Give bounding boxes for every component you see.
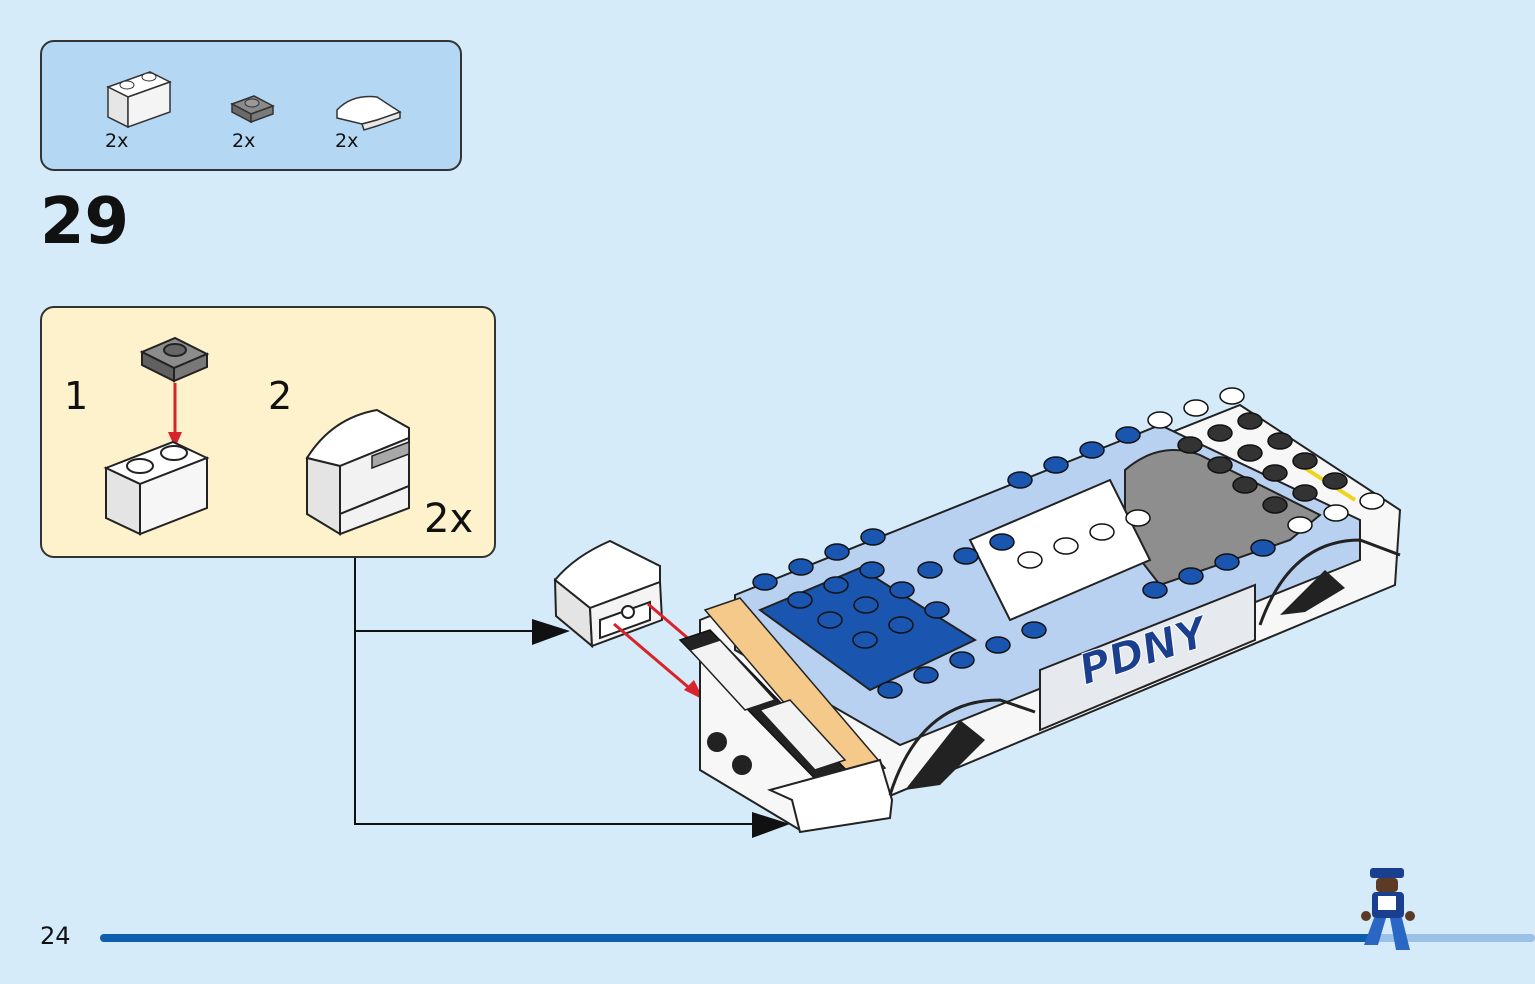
grey-plate-icon: [230, 95, 275, 124]
stud: [1183, 399, 1209, 417]
stud: [852, 631, 878, 649]
part-count: 2x: [105, 130, 129, 152]
stud: [1017, 551, 1043, 569]
police-car-model: [678, 403, 1402, 834]
stud: [859, 561, 885, 579]
white-brick-icon: [106, 71, 172, 129]
stud: [1237, 444, 1263, 462]
step-number: 29: [40, 185, 130, 259]
floating-brick-icon: [553, 539, 664, 649]
stud: [788, 558, 814, 576]
stud: [752, 573, 778, 591]
stud: [888, 616, 914, 634]
stud: [1079, 441, 1105, 459]
parts-list-icons: [106, 71, 402, 131]
stud: [1250, 539, 1276, 557]
assembled-slope-icon: [305, 408, 410, 536]
stud: [953, 547, 979, 565]
stud: [824, 543, 850, 561]
sub-assembly-drawing: [103, 336, 410, 536]
progress-fill: [100, 934, 1377, 942]
progress-bar: [100, 934, 1535, 942]
stud: [860, 528, 886, 546]
stud: [1147, 411, 1173, 429]
stud: [913, 666, 939, 684]
stud: [1237, 412, 1263, 430]
connector-lines: [354, 558, 790, 838]
stud: [1262, 496, 1288, 514]
stud: [853, 596, 879, 614]
stud: [1089, 523, 1115, 541]
sub-step-number: 1: [64, 374, 89, 418]
stud: [889, 581, 915, 599]
stud: [1232, 476, 1258, 494]
part-count: 2x: [232, 130, 256, 152]
stud: [1292, 484, 1318, 502]
parts-list-box: 2x 2x 2x: [40, 40, 462, 171]
stud: [985, 636, 1011, 654]
stud: [877, 681, 903, 699]
stud: [989, 533, 1015, 551]
stud: [1219, 387, 1245, 405]
stud: [1207, 456, 1233, 474]
page-number: 24: [40, 922, 71, 950]
stud: [1007, 471, 1033, 489]
stud: [1043, 456, 1069, 474]
grey-plate-icon: [139, 336, 210, 383]
white-brick-icon: [103, 440, 210, 536]
stud: [787, 591, 813, 609]
policeman-minifig-icon: [1361, 868, 1415, 950]
stud: [949, 651, 975, 669]
sub-assembly-box: 1 2 2x: [40, 306, 496, 558]
stud: [1053, 537, 1079, 555]
stud: [1125, 509, 1151, 527]
stud: [1021, 621, 1047, 639]
stud: [1287, 516, 1313, 534]
stud: [1115, 426, 1141, 444]
part-count: 2x: [335, 130, 359, 152]
stud: [1178, 567, 1204, 585]
stud: [1207, 424, 1233, 442]
stud: [1262, 464, 1288, 482]
stud: [1214, 553, 1240, 571]
stud: [1323, 504, 1349, 522]
door-text: PDNY: [1073, 606, 1216, 694]
stud: [1322, 472, 1348, 490]
stud-group: [752, 387, 1385, 699]
stud: [1177, 436, 1203, 454]
progress-track: [100, 934, 1535, 942]
quantity-multiplier: 2x: [424, 496, 474, 542]
down-arrow-icon: [168, 383, 182, 448]
stud: [1292, 452, 1318, 470]
stud: [1359, 492, 1385, 510]
sub-step-number: 2: [268, 374, 293, 418]
stud: [1142, 581, 1168, 599]
stud: [1267, 432, 1293, 450]
curved-slope-icon: [336, 95, 402, 131]
stud: [817, 611, 843, 629]
stud: [917, 561, 943, 579]
stud: [924, 601, 950, 619]
stud: [823, 576, 849, 594]
insert-arrows: [613, 602, 704, 700]
